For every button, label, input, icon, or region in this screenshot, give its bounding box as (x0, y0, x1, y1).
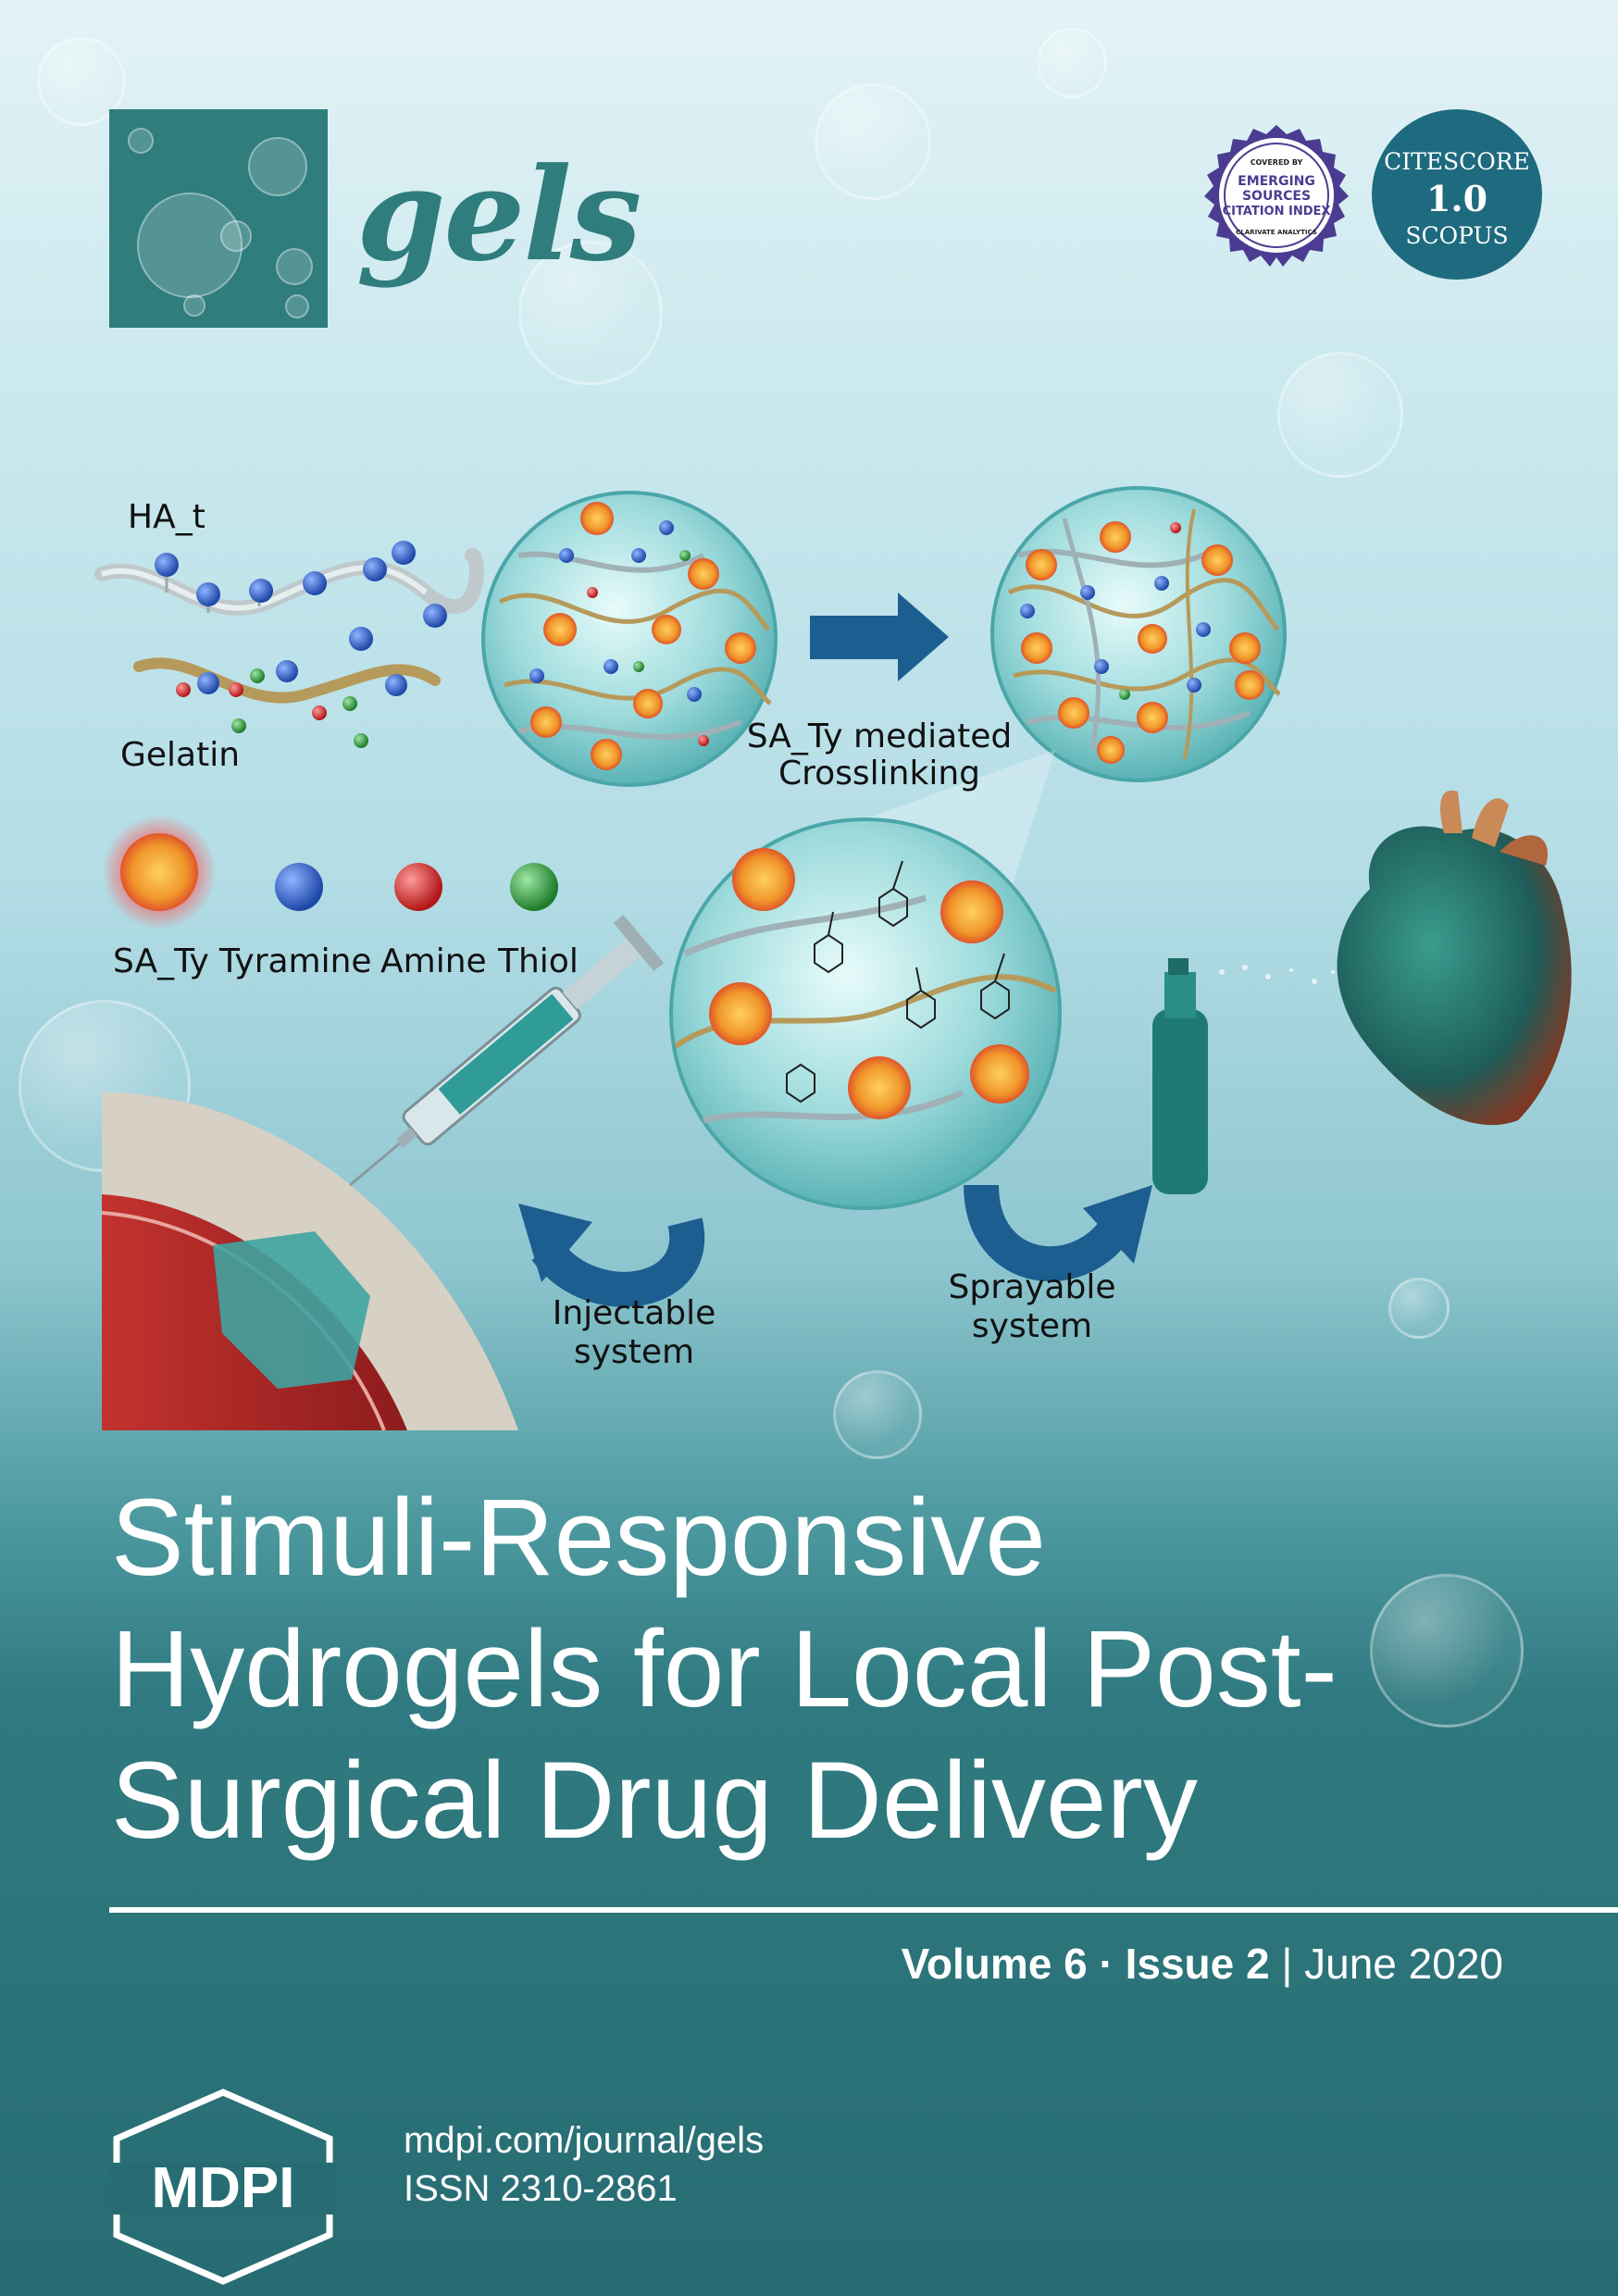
legend-sa-ty: SA_Ty (113, 942, 209, 980)
heart (1337, 790, 1572, 1126)
article-title-line2: Hydrogels for Local Post- (111, 1608, 1338, 1730)
ha-t-label: HA_t (128, 498, 205, 536)
hydrogel-sphere-crosslinked (990, 486, 1287, 782)
tissue-section (101, 1092, 518, 1431)
sprayable-arrow (964, 1184, 1136, 1282)
legend-tyramine: Tyramine (219, 942, 372, 980)
hydrogel-sphere-uncrosslinked (481, 491, 778, 787)
article-title-line1: Stimuli-Responsive (111, 1477, 1046, 1599)
injectable-label-line2: system (573, 1333, 695, 1371)
background-bubble (1370, 1574, 1524, 1728)
gelatin-label: Gelatin (120, 736, 241, 774)
background-bubble (1277, 352, 1403, 478)
injectable-label-line1: Injectable (552, 1294, 716, 1332)
issn: ISSN 2310-2861 (404, 2168, 678, 2209)
background-bubble (37, 37, 126, 126)
issue-label: Issue 2 (1125, 1940, 1270, 1988)
background-bubble (1037, 28, 1107, 98)
sa-ty-legend-swatch (120, 833, 198, 911)
esci-badge: COVERED BY EMERGING SOURCES CITATION IND… (1204, 125, 1349, 267)
esci-line3: CITATION INDEX (1223, 205, 1331, 218)
legend-thiol: Thiol (498, 942, 579, 980)
background-bubble (833, 1370, 922, 1459)
article-title-line3: Surgical Drug Delivery (111, 1740, 1198, 1862)
title-divider (109, 1907, 1618, 1913)
esci-line2: SOURCES (1242, 189, 1311, 204)
thiol-legend-swatch (510, 863, 558, 911)
background-bubble (518, 241, 663, 385)
syringe (349, 914, 665, 1187)
mdpi-logo: MDPI (109, 2089, 337, 2285)
article-title: Stimuli-Responsive Hydrogels for Local P… (111, 1472, 1555, 1866)
citescore-source: SCOPUS (1405, 222, 1509, 249)
injectable-arrow (531, 1217, 705, 1307)
tyramine-groups-on-ha (155, 541, 447, 651)
esci-bottom-text: CLARIVATE ANALYTICS (1236, 229, 1317, 236)
sprayable-label-line1: Sprayable (948, 1268, 1116, 1306)
spray-bottle (1152, 958, 1335, 1194)
issue-date: June 2020 (1304, 1940, 1503, 1988)
sprayable-label-line2: system (971, 1307, 1093, 1345)
citescore-value: 1.0 (1425, 178, 1488, 219)
amine-legend-swatch (394, 863, 442, 911)
journal-url[interactable]: mdpi.com/journal/gels (404, 2120, 765, 2161)
background-bubble (815, 83, 931, 200)
legend-amine: Amine (380, 942, 487, 980)
crosslinking-label-line2: Crosslinking (778, 755, 981, 792)
esci-line1: EMERGING (1238, 174, 1315, 189)
volume-label: Volume 6 (901, 1940, 1088, 1988)
issue-date-separator: | (1281, 1940, 1293, 1988)
gelatin-polymer-chain (133, 657, 441, 704)
hydrogel-sphere-zoomed (669, 817, 1062, 1210)
journal-logo-image (109, 109, 328, 328)
crosslinking-arrow (810, 593, 949, 681)
gelatin-side-groups (176, 660, 407, 748)
citescore-badge: CITESCORE 1.0 SCOPUS (1372, 109, 1542, 280)
background-bubble (1388, 1278, 1450, 1339)
journal-name: gels (356, 139, 641, 290)
citescore-label: CITESCORE (1384, 148, 1530, 175)
esci-top-text: COVERED BY (1251, 158, 1303, 167)
issue-separator: · (1087, 1940, 1126, 1988)
injected-hydrogel (213, 1231, 370, 1389)
mdpi-logo-text: MDPI (152, 2156, 295, 2220)
crosslinking-label-line1: SA_Ty mediated (746, 718, 1013, 755)
cover-illustration (94, 486, 1572, 1431)
tyramine-legend-swatch (275, 863, 323, 911)
issue-info: Volume 6 · Issue 2 | June 2020 (902, 1939, 1503, 1989)
